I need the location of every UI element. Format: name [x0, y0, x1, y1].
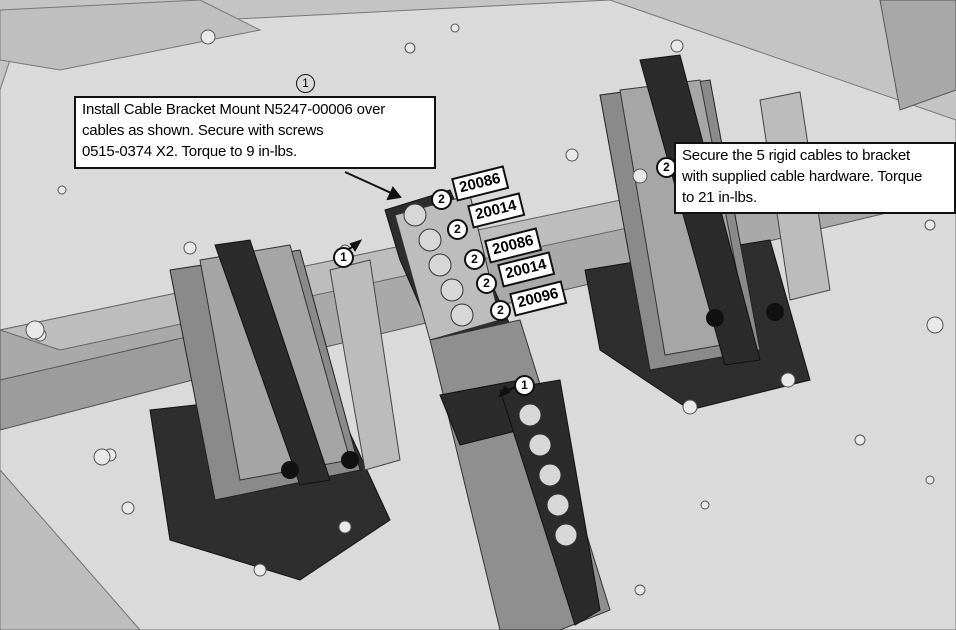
cable-bracket	[384, 189, 611, 630]
step-2-line-2: with supplied cable hardware. Torque	[682, 168, 923, 185]
cable-3-step-marker: 2	[464, 249, 485, 270]
cable-2-step-marker: 2	[447, 219, 468, 240]
step-1-line-1: Install Cable Bracket Mount N5247-00006 …	[82, 101, 386, 118]
screw-location-marker-center: 1	[514, 375, 535, 396]
step-1-marker: 1	[296, 74, 315, 93]
right-module	[584, 54, 831, 411]
screw-location-marker-left: 1	[333, 247, 354, 268]
step-1-line-3: 0515-0374 X2. Torque to 9 in-lbs.	[82, 143, 297, 160]
right-top-rail	[879, 0, 956, 111]
lower-left-panel	[0, 469, 141, 630]
step-2-callout: Secure the 5 rigid cables to bracket wit…	[674, 142, 956, 214]
left-module	[149, 239, 401, 581]
step-1-line-2: cables as shown. Secure with screws	[82, 122, 324, 139]
step-1-callout: Install Cable Bracket Mount N5247-00006 …	[74, 96, 436, 169]
step-2-line-1: Secure the 5 rigid cables to bracket	[682, 147, 910, 164]
upper-left-panel	[0, 0, 262, 71]
step-2-line-3: to 21 in-lbs.	[682, 189, 757, 206]
cable-4-step-marker: 2	[476, 273, 497, 294]
cable-1-step-marker: 2	[431, 189, 452, 210]
cable-5-step-marker: 2	[490, 300, 511, 321]
mounting-holes	[25, 23, 944, 596]
